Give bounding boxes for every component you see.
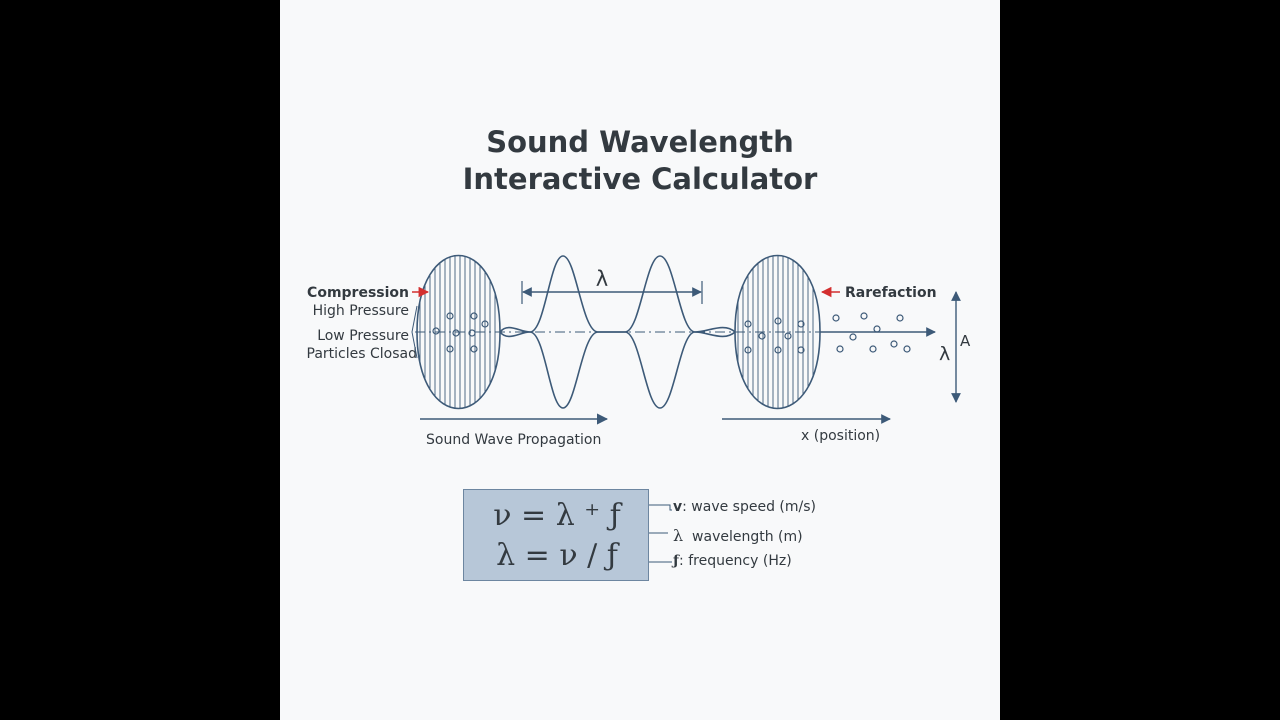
legend-speed-symbol: v [673, 499, 683, 515]
rarefaction-label: Rarefaction [845, 285, 937, 301]
legend-speed: v: wave speed (m/s) [673, 499, 816, 515]
wave-upper-curve [499, 255, 736, 333]
legend-frequency-text: : frequency (Hz) [679, 553, 792, 569]
formula-wavelength: λ = ν / ƒ [496, 538, 618, 573]
title-line-1: Sound Wavelength [486, 125, 794, 159]
high-pressure-label: High Pressure [313, 303, 409, 319]
particles-rarefaction [832, 312, 911, 353]
legend-speed-text: : wave speed (m/s) [682, 499, 817, 515]
wave-lower-curve [499, 331, 736, 409]
page-title: Sound Wavelength Interactive Calculator [280, 124, 1000, 198]
low-pressure-label: Low Pressure [317, 328, 409, 344]
diagram-panel: Sound Wavelength Interactive Calculator [280, 0, 1000, 720]
particles-left [432, 312, 489, 353]
particles-closed-label: Particles Closad [307, 346, 417, 362]
formula-box: ν = λ ⁺ ƒ λ = ν / ƒ [463, 489, 649, 581]
legend-wavelength-symbol: λ [673, 526, 684, 545]
legend-wavelength: λ wavelength (m) [673, 526, 803, 545]
propagation-label: Sound Wave Propagation [426, 432, 601, 448]
compression-label: Compression [307, 285, 409, 301]
position-label: x (position) [801, 428, 880, 444]
legend-frequency: ƒ: frequency (Hz) [673, 553, 792, 569]
wavelength-symbol-right: λ [939, 343, 950, 365]
sound-wave-diagram: λ Compression High Pressure Low Pressure… [307, 254, 971, 563]
compression-lobe-right [734, 254, 821, 410]
amplitude-label: A [960, 332, 971, 350]
legend-frequency-symbol: ƒ [673, 553, 680, 569]
particles-right [744, 317, 805, 354]
wavelength-symbol: λ [596, 267, 608, 291]
formula-speed: ν = λ ⁺ ƒ [493, 498, 621, 533]
left-bracket [411, 305, 418, 359]
legend-wavelength-text: wavelength (m) [692, 529, 803, 545]
title-line-2: Interactive Calculator [462, 162, 818, 196]
